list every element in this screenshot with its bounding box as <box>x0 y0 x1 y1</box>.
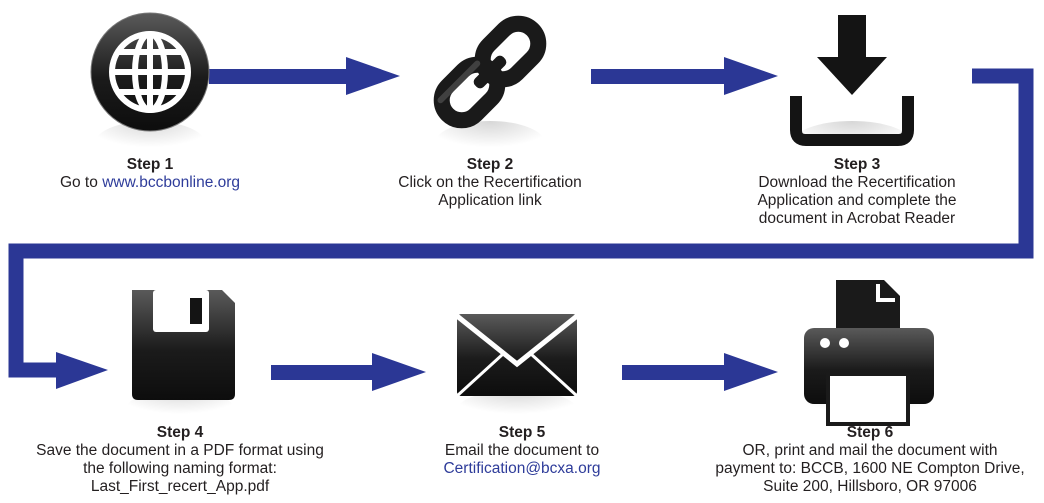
step-3-text-line2: Application and complete the <box>757 192 957 209</box>
icon-reflection <box>435 121 545 165</box>
step-3-text-line1: Download the Recertification <box>758 174 956 191</box>
step-3-text-line3: document in Acrobat Reader <box>758 210 956 227</box>
step-6-text-line2: payment to: BCCB, 1600 NE Compton Drive, <box>715 460 1025 477</box>
step-1: Step 1 Go to www.bccbonline.org <box>40 156 260 192</box>
step-1-text: Go to <box>59 174 98 191</box>
step-5-text-line1: Email the document to <box>444 442 600 459</box>
icon-reflection <box>95 121 205 165</box>
download-icon <box>790 15 914 146</box>
chain-link-icon <box>433 15 547 129</box>
step-5: Step 5 Email the document to Certificati… <box>397 424 647 478</box>
step-3: Step 3 Download the Recertification Appl… <box>712 156 1002 228</box>
step-2-text-line1: Click on the Recertification <box>398 174 582 191</box>
step-5-title: Step 5 <box>498 424 546 441</box>
arrow-step5-to-step6 <box>622 353 778 391</box>
step-6: Step 6 OR, print and mail the document w… <box>700 424 1040 496</box>
certification-email-link[interactable]: Certification@bcxa.org <box>443 460 601 477</box>
bccbonline-link[interactable]: www.bccbonline.org <box>102 174 241 191</box>
step-4: Step 4 Save the document in a PDF format… <box>20 424 340 496</box>
arrow-step4-to-step5 <box>271 353 426 391</box>
arrow-step1-to-step2 <box>209 57 400 95</box>
floppy-disk-icon <box>132 290 235 400</box>
step-4-text-line3: Last_First_recert_App.pdf <box>90 478 270 495</box>
step-2: Step 2 Click on the Recertification Appl… <box>360 156 620 210</box>
step-1-title: Step 1 <box>126 156 174 173</box>
step-6-text-line3: Suite 200, Hillsboro, OR 97006 <box>763 478 977 495</box>
printer-icon <box>804 280 934 426</box>
arrow-step3-to-step4 <box>8 68 1034 389</box>
envelope-icon <box>455 314 579 398</box>
step-4-text-line2: the following naming format: <box>83 460 277 477</box>
step-2-text-line2: Application link <box>438 192 542 209</box>
step-2-title: Step 2 <box>466 156 514 173</box>
step-4-text-line1: Save the document in a PDF format using <box>36 442 324 459</box>
step-3-title: Step 3 <box>833 156 881 173</box>
globe-icon <box>90 12 210 132</box>
step-6-title: Step 6 <box>846 424 894 441</box>
icon-reflection <box>457 390 577 430</box>
arrow-step2-to-step3 <box>591 57 778 95</box>
step-6-text-line1: OR, print and mail the document with <box>742 442 998 459</box>
step-4-title: Step 4 <box>156 424 204 441</box>
